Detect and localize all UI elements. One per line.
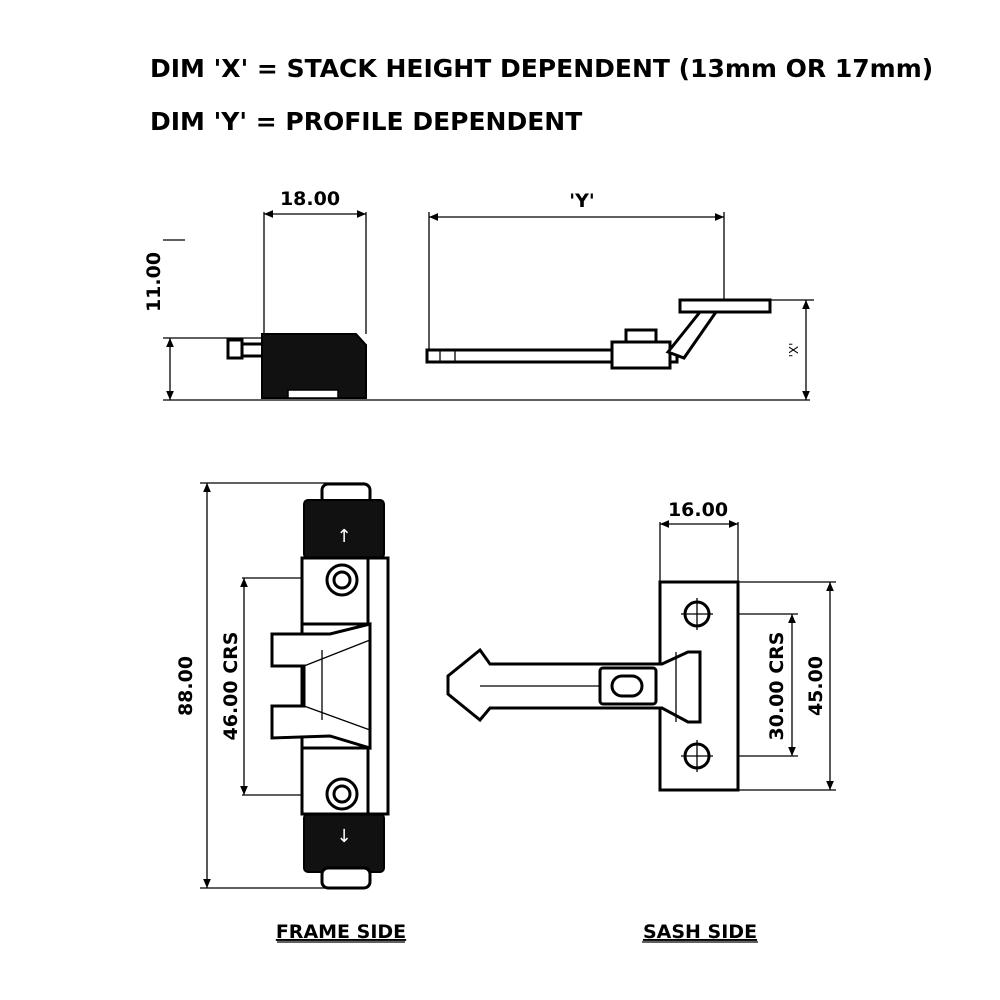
frame-centres-dimension-label: 46.00 CRS	[220, 632, 242, 741]
sash-height-dimension-label: 45.00	[805, 656, 827, 716]
x-dimension-label: 'X'	[787, 343, 801, 358]
up-arrow-icon: ↑	[336, 526, 351, 547]
frame-side-part: 88.00 46.00 CRS ↑ ↓	[175, 482, 390, 890]
sash-side-part: 16.00 30.00 CRS 45.00	[446, 499, 836, 792]
frame-overall-dimension-label: 88.00	[175, 656, 197, 716]
note-dim-y: DIM 'Y' = PROFILE DEPENDENT	[150, 107, 582, 136]
sash-side-caption: SASH SIDE	[643, 921, 757, 943]
side-view-frame-keeper: 11.00 18.00	[143, 188, 810, 401]
sash-centres-dimension-label: 30.00 CRS	[766, 632, 788, 741]
down-arrow-icon: ↓	[336, 826, 351, 847]
sash-width-dimension-label: 16.00	[668, 499, 728, 521]
width-dimension-label: 18.00	[280, 188, 340, 210]
frame-side-caption: FRAME SIDE	[276, 921, 406, 943]
height-dimension-label: 11.00	[143, 252, 165, 312]
side-view-sash-arm: 'Y' 'X'	[425, 190, 814, 400]
y-dimension-label: 'Y'	[569, 190, 594, 212]
note-dim-x: DIM 'X' = STACK HEIGHT DEPENDENT (13mm O…	[150, 54, 933, 83]
